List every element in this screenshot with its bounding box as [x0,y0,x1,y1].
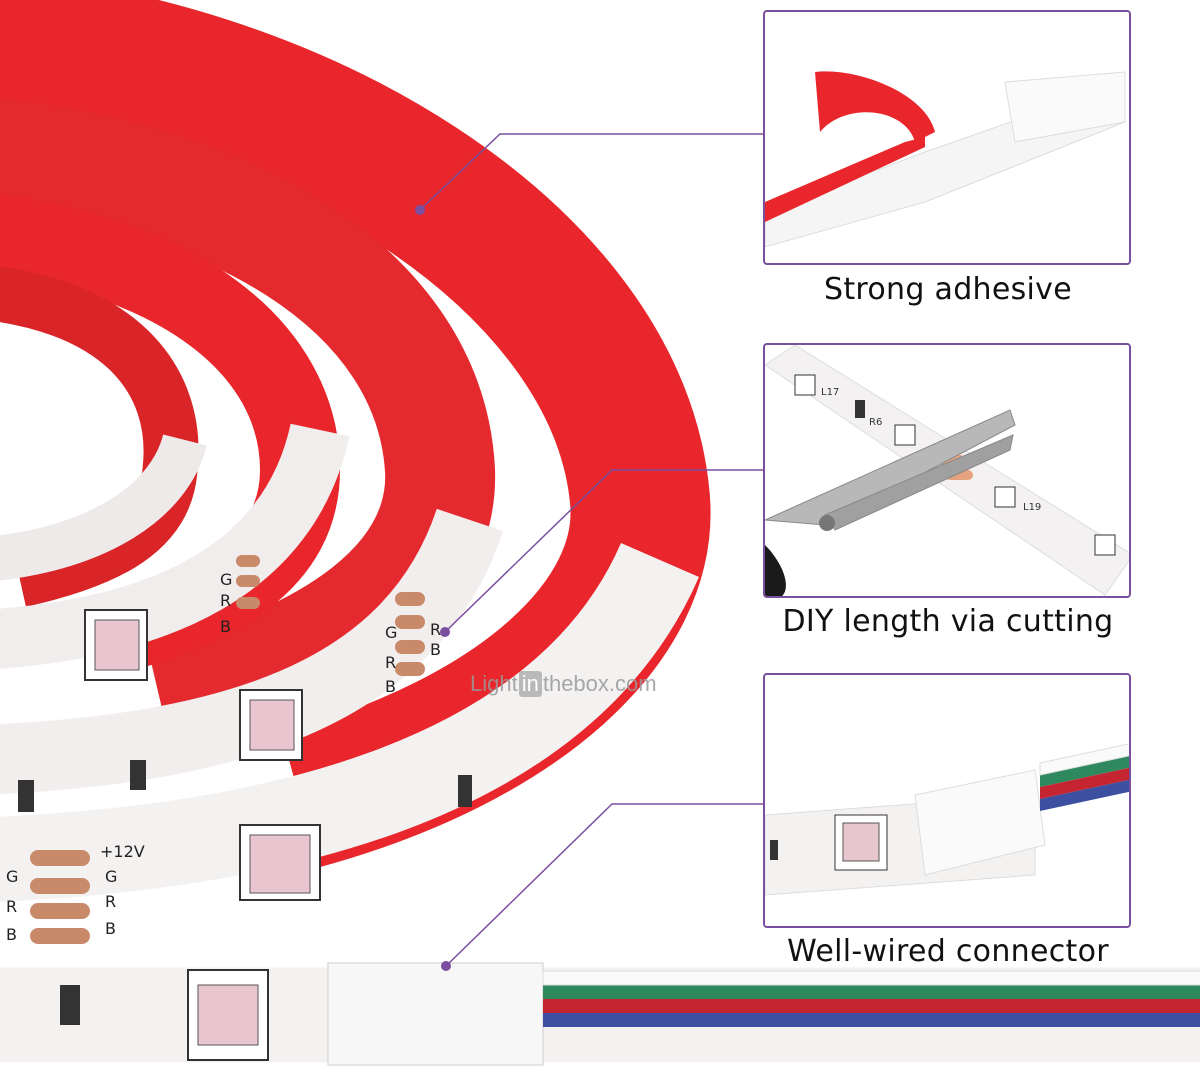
r-label-inner: R [220,591,231,610]
g-label-mid: G [385,623,397,642]
r-label-left: R [6,897,17,916]
feature-caption-cutting: DIY length via cutting [782,604,1114,639]
led-chip [84,609,148,681]
b-label-inner: B [220,617,231,636]
r-label-mid2: R [385,653,396,672]
copper-pads [30,555,425,944]
resistor [18,760,472,1025]
b-label: B [105,919,116,938]
strip-pad-labels: +12V G R B G R B R B G R B G R B [6,570,441,944]
g-label-left: G [6,867,18,886]
callout-lines [419,133,763,967]
label-r6: R6 [869,417,882,428]
led-chip [239,689,303,761]
b-label-left: B [6,925,17,944]
led-chip [239,824,321,901]
watermark-pre: Light [470,671,518,696]
feature-caption-adhesive: Strong adhesive [823,272,1072,307]
led-chip [187,969,269,1061]
r-label: R [105,892,116,911]
r-label-mid: R [430,620,441,639]
callout-dots [415,205,451,971]
g-label-inner: G [220,570,232,589]
adhesive-detail-panel [763,10,1131,265]
b-label-mid: B [430,640,441,659]
cutting-detail-panel: L17 R6 L19 [763,343,1131,598]
watermark-mid: in [518,671,542,697]
g-label: G [105,867,117,886]
b-label-mid2: B [385,677,396,696]
plus-12v-label: +12V [100,842,145,861]
connector-detail-panel [763,673,1131,928]
wire-connector [327,962,1200,1066]
watermark-post: thebox.com [542,671,657,696]
label-l17: L17 [821,387,839,398]
label-l19: L19 [1023,502,1041,513]
feature-caption-connector: Well-wired connector [787,934,1109,969]
